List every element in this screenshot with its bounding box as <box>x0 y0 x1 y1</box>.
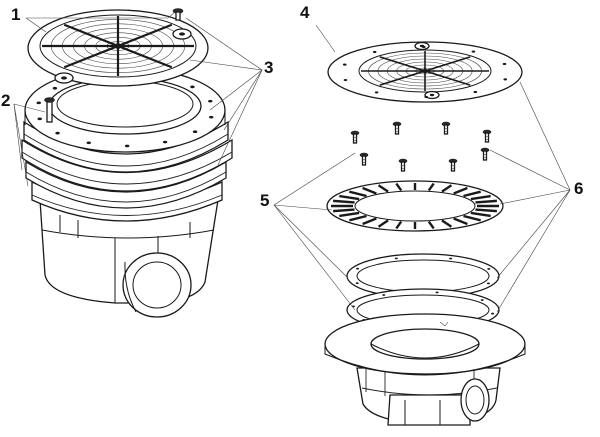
hold-down-ring <box>326 180 504 232</box>
callout-3: 3 <box>264 58 274 77</box>
mounting-screws <box>350 121 492 172</box>
grate-cover-right <box>327 41 523 103</box>
stacked-flange-rings <box>21 120 233 209</box>
cover-rim-holes <box>342 45 508 99</box>
flange-screw-left <box>44 97 55 123</box>
callout-4: 4 <box>300 3 310 22</box>
callout-6: 6 <box>574 179 584 198</box>
leader-lines <box>13 11 571 313</box>
exploded-drain-right <box>324 41 526 426</box>
grate-cover-left <box>27 9 209 87</box>
callout-1: 1 <box>11 5 21 24</box>
drain-body-right <box>324 313 526 426</box>
drain-sump-body <box>39 199 219 318</box>
assembled-drain-left <box>21 8 233 318</box>
callout-2: 2 <box>1 91 11 110</box>
top-flange <box>24 67 226 153</box>
loose-screw-left <box>172 8 184 21</box>
callout-5: 5 <box>260 191 270 210</box>
